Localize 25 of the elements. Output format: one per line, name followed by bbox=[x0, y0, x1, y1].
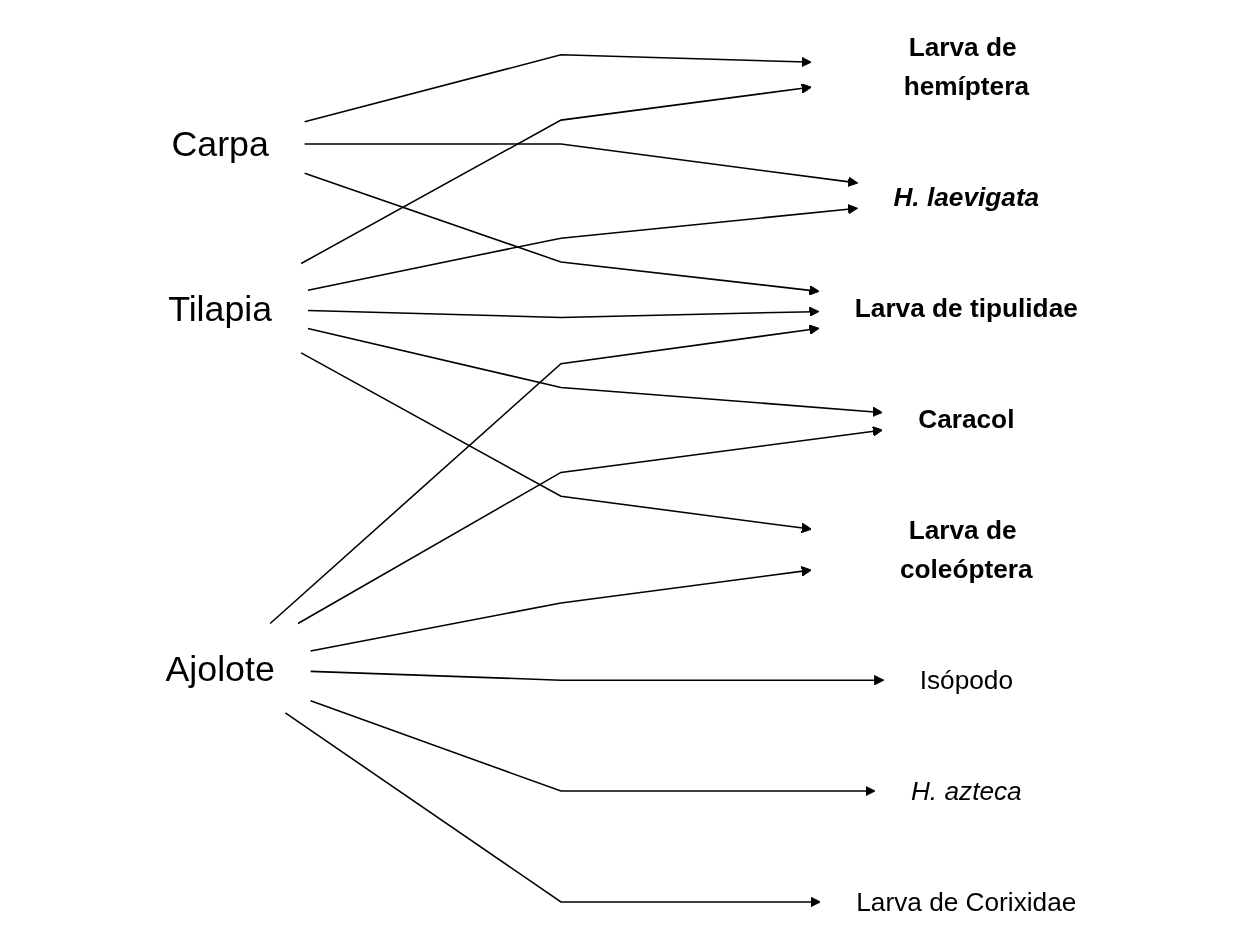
node-text: H. laevigata bbox=[893, 182, 1040, 213]
node-text: Larva de tipulidae bbox=[854, 293, 1078, 324]
node-text: Larva de hemíptera bbox=[903, 32, 1029, 102]
arrow bbox=[300, 352, 812, 534]
arrow bbox=[303, 54, 812, 123]
arrow bbox=[307, 204, 859, 291]
arrow bbox=[309, 566, 812, 652]
arrow bbox=[300, 83, 812, 265]
arrow bbox=[297, 426, 883, 625]
node-text: Isópodo bbox=[919, 665, 1013, 696]
arrow bbox=[303, 172, 820, 296]
arrow bbox=[269, 324, 820, 625]
node-text: Carpa bbox=[171, 124, 269, 164]
arrow bbox=[303, 143, 859, 187]
node-text: Caracol bbox=[918, 404, 1015, 434]
arrow bbox=[309, 700, 876, 797]
arrow bbox=[309, 670, 885, 686]
node-text: H. azteca bbox=[910, 776, 1022, 806]
node-text: Ajolote bbox=[165, 648, 275, 688]
node-text: Tilapia bbox=[168, 288, 273, 328]
arrow bbox=[284, 712, 821, 908]
arrow bbox=[307, 327, 883, 417]
node-text: Larva de Corixidae bbox=[856, 887, 1077, 917]
arrow bbox=[307, 306, 820, 319]
node-text: Larva de coleóptera bbox=[899, 515, 1033, 585]
